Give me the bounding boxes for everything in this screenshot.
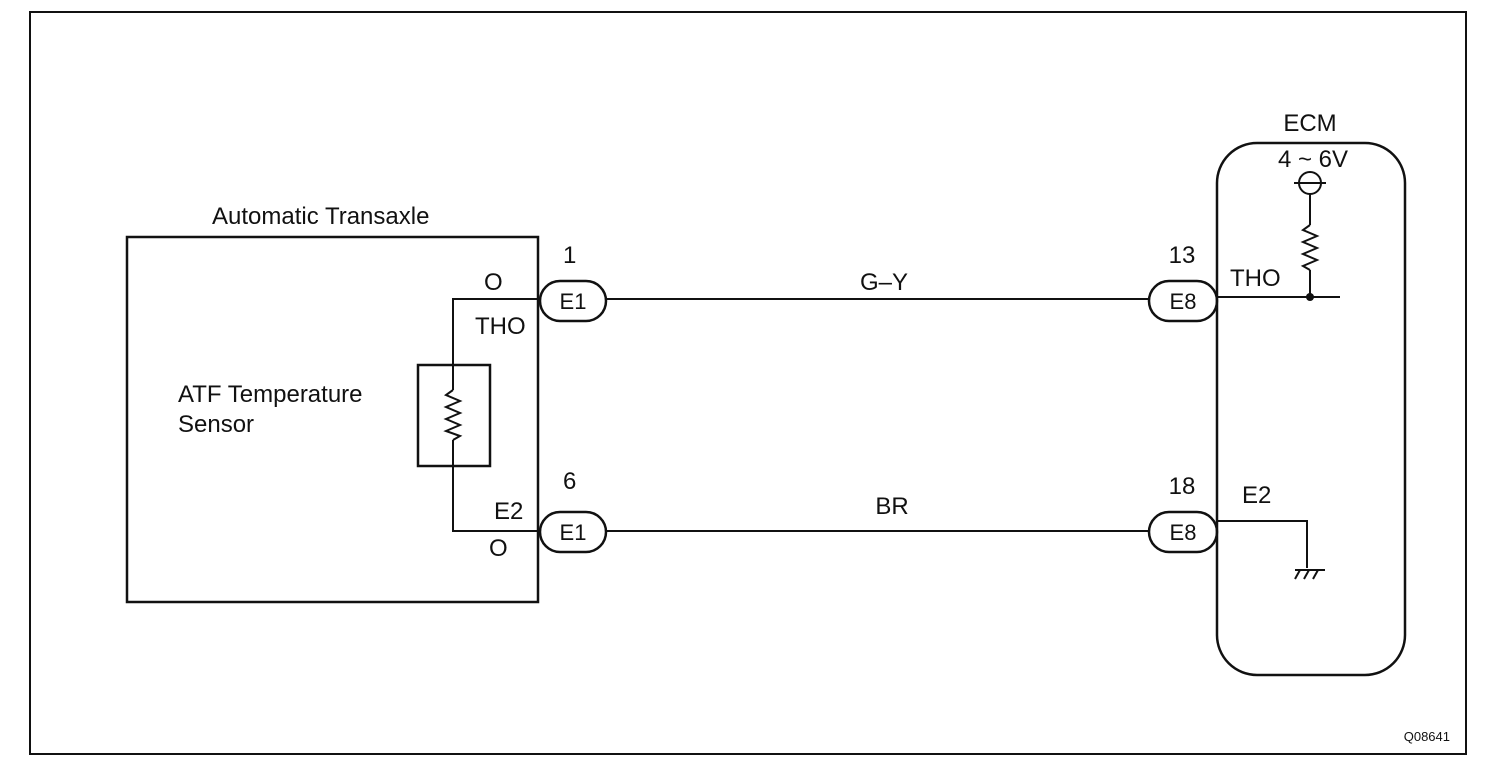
- ecm-e2-line: [1217, 520, 1308, 568]
- left-connector-label: E1: [560, 520, 587, 545]
- tho-pin-color: O: [484, 269, 503, 296]
- e2-pin-color: O: [489, 535, 508, 562]
- figure-id: Q08641: [1404, 729, 1450, 744]
- connection-tho: 1 E1 G–Y 13 E8: [538, 242, 1219, 323]
- sensor-label-line2: Sensor: [178, 411, 254, 438]
- ecm-voltage: 4 ~ 6V: [1278, 146, 1348, 173]
- tho-pin-label: THO: [475, 313, 526, 340]
- sensor-housing: [416, 363, 492, 468]
- right-connector-label: E8: [1170, 520, 1197, 545]
- e2-pin-label: E2: [494, 498, 523, 525]
- ecm-tho-label: THO: [1230, 265, 1281, 292]
- wire-color-label: G–Y: [860, 269, 908, 296]
- right-connector-label: E8: [1170, 289, 1197, 314]
- left-pin-number: 6: [563, 468, 576, 495]
- transaxle-box: [125, 235, 540, 604]
- sensor-wire-top: [452, 298, 541, 390]
- ecm-box: [1215, 141, 1407, 677]
- junction-dot: [1306, 293, 1314, 301]
- diagram-frame: [29, 11, 1467, 755]
- ground-hatch-2: [1303, 569, 1310, 580]
- connection-e2: 6 E1 BR 18 E8: [538, 468, 1219, 554]
- sensor-label-line1: ATF Temperature: [178, 381, 363, 408]
- left-connector-label: E1: [560, 289, 587, 314]
- transaxle-title: Automatic Transaxle: [212, 203, 429, 230]
- ecm-e2-label: E2: [1242, 482, 1271, 509]
- right-pin-number: 13: [1169, 242, 1196, 269]
- sensor-wire-bottom: [452, 440, 541, 532]
- pullup-resistor-icon: [1300, 224, 1320, 271]
- wire-color-label: BR: [875, 493, 908, 520]
- left-pin-number: 1: [563, 242, 576, 269]
- ecm-block: ECM 4 ~ 6V THO E2: [1215, 110, 1407, 677]
- transaxle-block: Automatic Transaxle ATF Temperature Sens…: [125, 203, 541, 604]
- right-pin-number: 18: [1169, 473, 1196, 500]
- ground-hatch-1: [1294, 569, 1301, 580]
- ecm-title: ECM: [1283, 110, 1336, 137]
- ground-hatch-3: [1312, 569, 1319, 580]
- thermistor-resistor-icon: [443, 389, 463, 441]
- left-connector: [538, 279, 608, 323]
